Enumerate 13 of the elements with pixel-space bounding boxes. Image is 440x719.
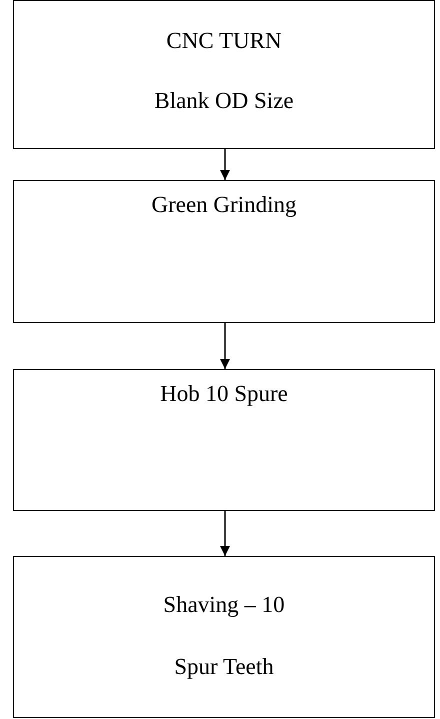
step-label: CNC TURN (166, 27, 282, 55)
step-label: Shaving – 10 (163, 591, 285, 619)
step-label: Green Grinding (152, 191, 296, 219)
arrow (220, 511, 230, 556)
arrow (220, 323, 230, 369)
step-label: Spur Teeth (174, 652, 274, 680)
process-box (13, 556, 435, 718)
step-label: Hob 10 Spure (160, 380, 288, 408)
step-label: Blank OD Size (154, 86, 294, 114)
process-box (13, 0, 435, 149)
arrow (220, 149, 230, 180)
process-box (13, 369, 435, 511)
process-box (13, 180, 435, 323)
